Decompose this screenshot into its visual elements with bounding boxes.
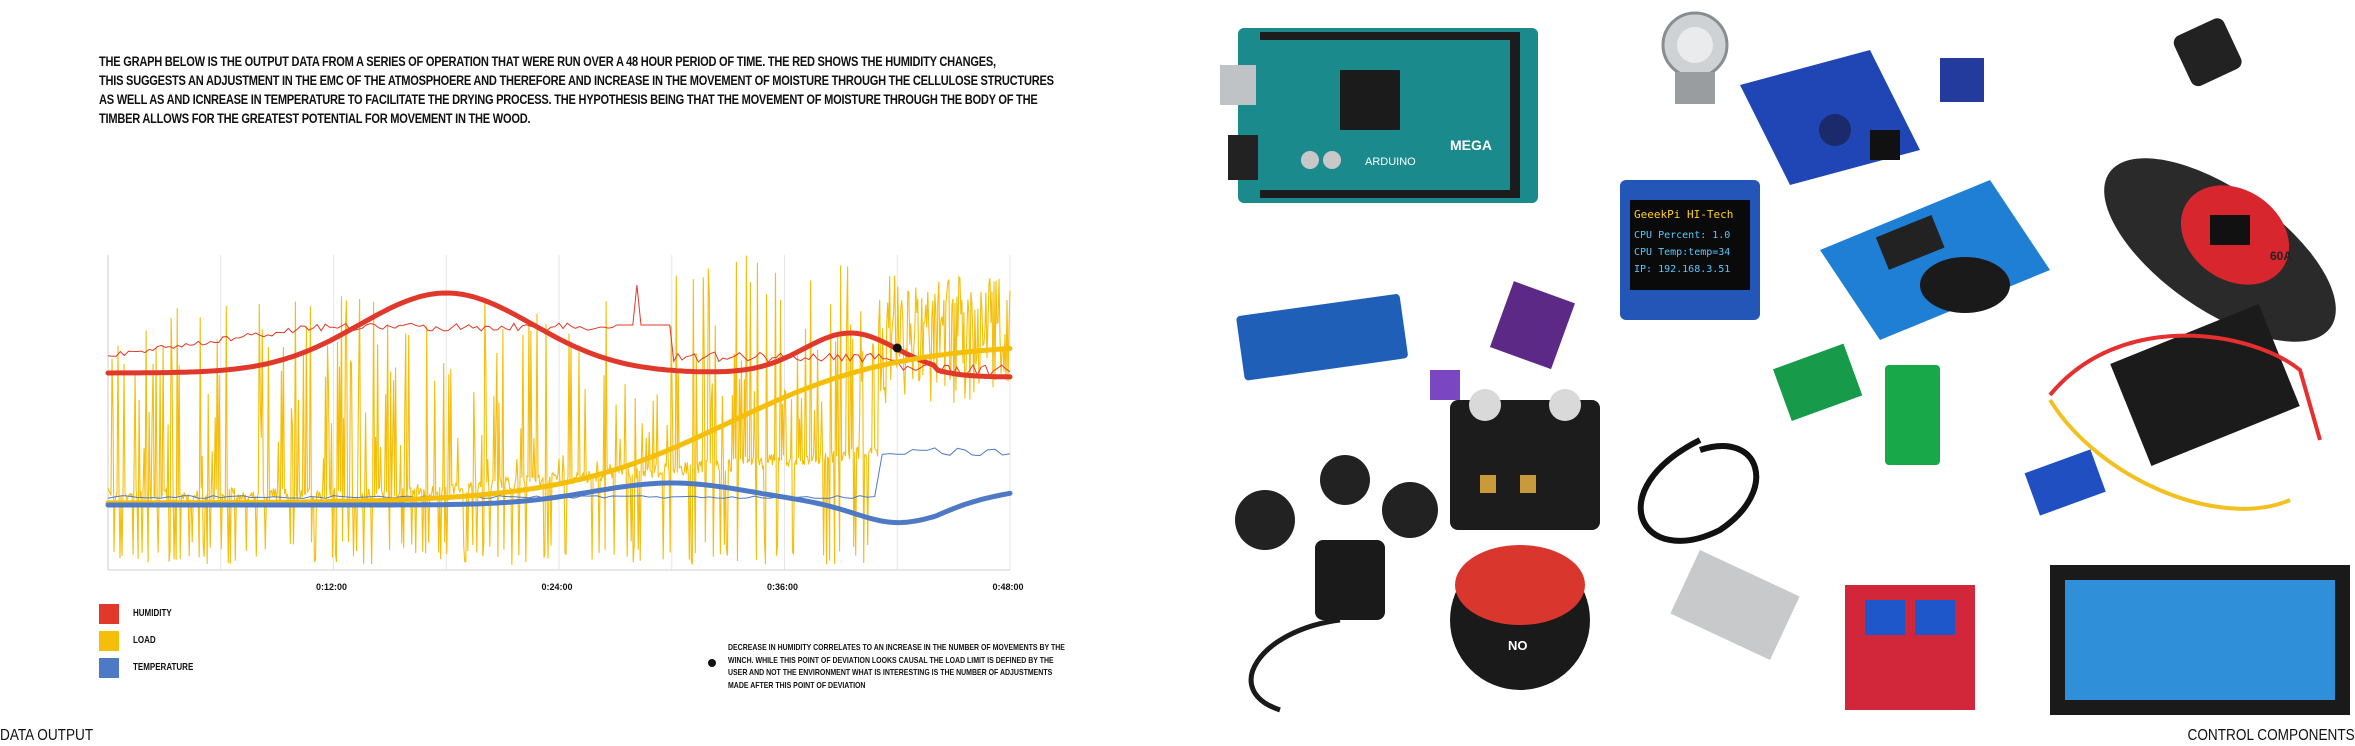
annotation-line: made after this point of deviation [728,679,866,690]
x-axis-ticks: 0:12:00 0:24:00 0:36:00 0:48:00 [316,582,1024,592]
legend-label: Temperature [133,662,194,673]
humidity-raw-line [107,284,1011,377]
x-tick-label: 0:12:00 [316,582,347,592]
oled-line: IP: 192.168.3.51 [1634,264,1730,275]
load-trend-line [105,346,1013,506]
oled-line: GeeekPi HI-Tech [1634,208,1733,221]
chart-legend: Humidity Load Temperature [99,600,208,681]
arduino-mega-board: ARDUINO MEGA [1220,28,1538,203]
data-output-label: Data Output [0,727,94,744]
temperature-trend-line [105,480,1013,526]
legend-item-humidity: Humidity [99,600,208,627]
rtc-module [1820,180,2050,340]
control-components-photo: ARDUINO MEGA 60A GeeekPi HI-Tech CPU Per… [1220,11,2350,715]
legend-swatch [99,657,119,678]
winch-solenoid [1450,389,1600,530]
legend-label: Load [133,635,156,646]
deviation-point [892,343,902,353]
oled-line: CPU Temp:temp=34 [1634,247,1730,258]
voltage-regulator-module [1740,50,1920,185]
intro-line: this suggests an adjustment in the EMC o… [99,73,1054,88]
legend-swatch [99,603,119,624]
legend-item-temperature: Temperature [99,654,208,681]
sensor-cable [1637,437,1760,544]
load-raw-line [107,255,1011,565]
humidity-trend-line [105,290,1013,380]
intro-text: The graph below is the output data from … [99,52,1054,128]
prototype-board [1885,365,1940,465]
small-purple-sensor [1430,370,1460,400]
board-model: MEGA [1450,137,1492,153]
sensor-line-chart: 0:12:00 0:24:00 0:36:00 0:48:00 [105,255,1024,592]
x-tick-label: 0:48:00 [992,582,1023,592]
intro-line: The graph below is the output data from … [99,54,996,69]
annotation-line: Decrease in humidity correlates to an in… [728,642,1065,652]
chart-series-layer [105,255,1013,565]
s-type-load-cell [1670,550,1800,660]
knob-label: NO [1508,638,1528,653]
oled-line: CPU Percent: 1.0 [1634,230,1730,241]
sensor-breakout [1940,58,1984,102]
sd-card-module [1236,294,1408,381]
fuse-holder: 60A [2104,158,2336,342]
relay-module [1845,585,1975,710]
small-sensor-board [2173,18,2242,87]
board-label: ARDUINO [1365,156,1416,168]
legend-label: Humidity [133,608,172,619]
annotation-dot [708,659,716,667]
anemometer [1235,455,1438,713]
x-tick-label: 0:36:00 [767,582,798,592]
deviation-annotation: Decrease in humidity correlates to an in… [708,641,1088,691]
rain-sensor [2024,304,2322,516]
load-cell-amplifier [1772,343,1863,421]
battery-isolator-switch: NO [1450,545,1590,690]
legend-swatch [99,630,119,651]
x-tick-label: 0:24:00 [541,582,572,592]
intro-line: timber allows for the greatest potential… [99,111,531,126]
annotation-line: winch. While this point of deviation loo… [728,654,1054,665]
annotation-line: user and not the environment what is int… [728,667,1053,677]
intro-line: as well as and icnrease in temperature t… [99,92,1038,107]
push-button [1661,11,1729,104]
oled-display: GeeekPi HI-Tech CPU Percent: 1.0 CPU Tem… [1620,180,1760,320]
multiplexer-board [1489,281,1575,370]
legend-item-load: Load [99,627,208,654]
control-components-label: Control Components [2187,727,2355,744]
annotation-text: Decrease in humidity correlates to an in… [728,641,1065,691]
terminal-expansion-board [2050,565,2350,715]
fuse-label: 60A [2270,249,2292,263]
